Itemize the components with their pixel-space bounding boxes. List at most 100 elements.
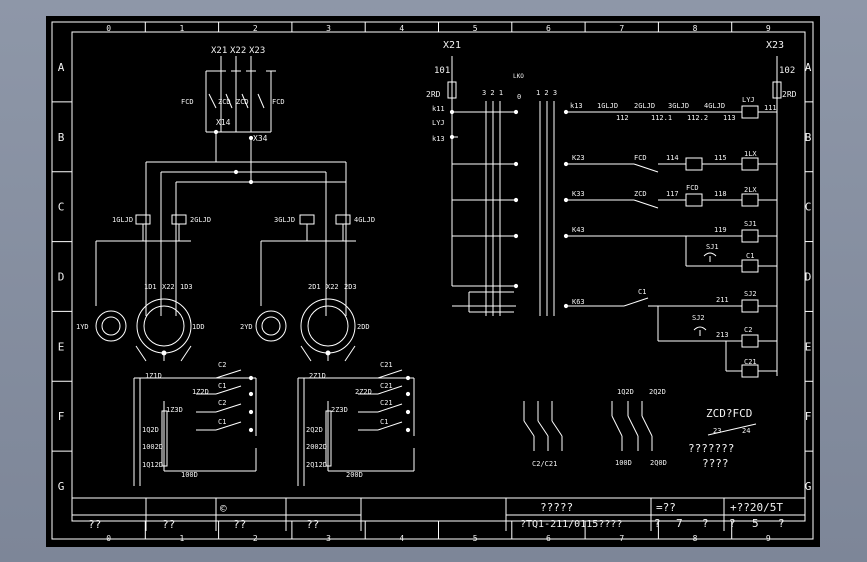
- grid-row-D-right: D: [805, 271, 812, 284]
- row1-part-4: 4GLJD: [704, 102, 725, 110]
- contact-zcd-2: ZCD: [236, 98, 249, 106]
- tb1-contact-c2a: C2: [218, 361, 226, 369]
- switch-right-nums: 1 2 3: [536, 89, 557, 97]
- row3-part-3: 2LX: [744, 186, 757, 194]
- grid-col-5-top: 5: [473, 24, 478, 33]
- bus-right-label: X23: [766, 40, 784, 51]
- row5-part-4: C2: [744, 326, 752, 334]
- row3-part-1: ZCD: [634, 190, 647, 198]
- t1-term-1: 1D1: [144, 283, 157, 291]
- fuse-left-label: 2RD: [426, 90, 441, 99]
- tb2-q12d: 2Q12D: [306, 461, 327, 469]
- row1-num-4: 113: [723, 114, 736, 122]
- grid-col-0-top: 0: [106, 24, 111, 33]
- grid-col-2-bottom: 2: [253, 534, 258, 543]
- relay-4gljd: 4GLJD: [354, 216, 375, 224]
- t2-term-2: X22: [326, 283, 339, 291]
- relay-2gljd: 2GLJD: [190, 216, 211, 224]
- bus-left-label: X21: [443, 40, 461, 51]
- contact-zcd-1: ZCD: [218, 98, 231, 106]
- cell-left-3: ??: [233, 518, 246, 531]
- row1-num-2: 112.1: [651, 114, 672, 122]
- title-top: ?????: [540, 501, 573, 514]
- frame-ticks: [52, 22, 813, 539]
- row2-num-2: 115: [714, 154, 727, 162]
- grid-col-1-top: 1: [180, 24, 185, 33]
- t1-coil-dd: 1DD: [192, 323, 205, 331]
- tb2-contact-c21a: C21: [380, 361, 393, 369]
- grid-col-4-bottom: 4: [399, 534, 404, 543]
- grid-row-F-right: F: [805, 410, 812, 423]
- t2-term-3: 2D3: [344, 283, 357, 291]
- grid-col-3-top: 3: [326, 24, 331, 33]
- title-symbol: ©: [220, 502, 227, 515]
- right-top: +??20/5T: [730, 501, 783, 514]
- bottom-symbols: C2/C21 1Q2D 2Q2D 100D 2Q0D ZCD?FCD 23 24…: [523, 388, 757, 470]
- mid-bottom-1: ?: [654, 517, 661, 530]
- junction-x34: X34: [253, 134, 268, 143]
- switch-mid-label: 0: [517, 93, 521, 101]
- row2-num-1: 114: [666, 154, 679, 162]
- tb1-z1d: 1Z1D: [145, 372, 162, 380]
- left-circuit: X21 X22 X23 FCD ZCD ZCD FCD X14 X34: [76, 46, 415, 486]
- t2-coil-yd: 2YD: [240, 323, 253, 331]
- row5-node: K63: [572, 298, 585, 306]
- legend-line1: ???????: [688, 442, 734, 455]
- grid-col-7-bottom: 7: [619, 534, 624, 543]
- grid-col-1-bottom: 1: [180, 534, 185, 543]
- tb2-contact-c21c: C21: [380, 399, 393, 407]
- cell-left-1: ??: [88, 518, 101, 531]
- row2-part-2: 1LX: [744, 150, 757, 158]
- row1-part-3: 3GLJD: [668, 102, 689, 110]
- grid-row-C-left: C: [58, 201, 65, 214]
- t1-term-2: X22: [162, 283, 175, 291]
- side-k13: k13: [432, 135, 445, 143]
- grid-col-8-bottom: 8: [693, 534, 698, 543]
- row4-num-1: 119: [714, 226, 727, 234]
- title-block: © ?? ?? ?? ?? ????? ?TQ1-211/0115???? =?…: [72, 497, 805, 531]
- tb1-label: 100D: [181, 471, 198, 479]
- grid-row-A-right: A: [805, 61, 812, 74]
- grid-col-4-top: 4: [399, 24, 404, 33]
- tb2-q2d: 2Q2D: [306, 426, 323, 434]
- relay-1gljd: 1GLJD: [112, 216, 133, 224]
- mid-bottom-2: 7: [676, 517, 683, 530]
- row3-part-2: FCD: [686, 184, 699, 192]
- row2-part-1: FCD: [634, 154, 647, 162]
- legend-line2: ????: [702, 457, 729, 470]
- junction-x14: X14: [216, 118, 231, 127]
- group1-label: C2/C21: [532, 460, 557, 468]
- group2-top-1: 1Q2D: [617, 388, 634, 396]
- cell-left-2: ??: [162, 518, 175, 531]
- tb1-002d: 1002D: [142, 443, 163, 451]
- right-bottom-1: ?: [729, 517, 736, 530]
- grid-col-9-bottom: 9: [766, 534, 771, 543]
- tb1-z2d: 1Z2D: [192, 388, 209, 396]
- row1-part-2: 2GLJD: [634, 102, 655, 110]
- grid-col-9-top: 9: [766, 24, 771, 33]
- row3-node: K33: [572, 190, 585, 198]
- tb1-contact-c1a: C1: [218, 382, 226, 390]
- row2-node: K23: [572, 154, 585, 162]
- side-k11: k11: [432, 105, 445, 113]
- contact-fcd-2: FCD: [272, 98, 285, 106]
- group2-bottom-2: 2Q0D: [650, 459, 667, 467]
- row1-node: k13: [570, 102, 583, 110]
- grid-row-E-right: E: [805, 340, 812, 353]
- bus-right-code: 102: [779, 66, 795, 76]
- row1-part-5: LYJ: [742, 96, 755, 104]
- grid-row-B-left: B: [58, 131, 65, 144]
- grid-col-7-top: 7: [619, 24, 624, 33]
- group2-bottom-1: 100D: [615, 459, 632, 467]
- row5-num-2: 213: [716, 331, 729, 339]
- row5-part-2: SJ2: [744, 290, 757, 298]
- grid-col-6-top: 6: [546, 24, 551, 33]
- tb2-contact-c1: C1: [380, 418, 388, 426]
- row3-num-1: 117: [666, 190, 679, 198]
- switch-top-label: LKO: [513, 73, 524, 80]
- grid-row-G-right: G: [805, 480, 812, 493]
- grid-col-3-bottom: 3: [326, 534, 331, 543]
- terminal-x21: X21: [211, 46, 227, 56]
- grid-col-8-top: 8: [693, 24, 698, 33]
